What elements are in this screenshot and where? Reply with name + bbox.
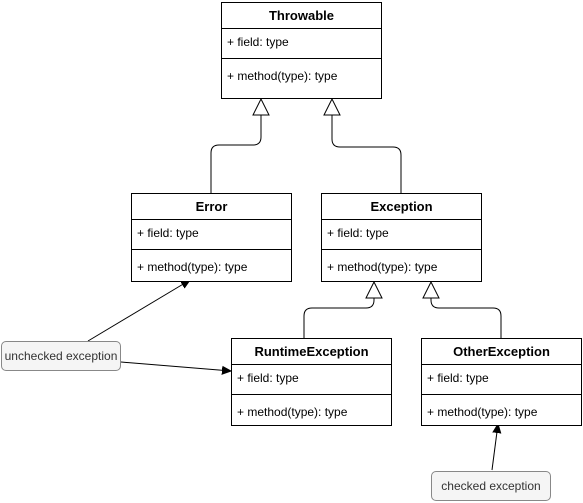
class-error[interactable]: Error + field: type + method(type): type: [131, 193, 292, 282]
class-field: + field: type: [322, 220, 481, 250]
class-name: Throwable: [222, 3, 381, 29]
inheritance-arrowhead-other: [422, 280, 440, 299]
class-name: Exception: [322, 194, 481, 220]
class-name: OtherException: [422, 339, 581, 365]
inheritance-runtime-exception: [303, 298, 375, 338]
class-name: Error: [132, 194, 291, 220]
note-checked-exception[interactable]: checked exception: [431, 471, 551, 501]
class-method: + method(type): type: [237, 405, 348, 419]
class-field: + field: type: [222, 29, 381, 59]
note-link-checked-other: [491, 424, 498, 471]
class-method: + method(type): type: [137, 260, 248, 274]
class-method: + method(type): type: [227, 69, 338, 83]
class-name: RuntimeException: [232, 339, 391, 365]
class-method: + method(type): type: [327, 260, 438, 274]
inheritance-exception-throwable: [331, 115, 402, 193]
class-runtime-exception[interactable]: RuntimeException + field: type + method(…: [231, 338, 392, 426]
note-link-unchecked-error: [87, 280, 190, 342]
class-field: + field: type: [132, 220, 291, 250]
class-exception[interactable]: Exception + field: type + method(type): …: [321, 193, 482, 282]
inheritance-error-throwable: [210, 115, 262, 193]
class-method: + method(type): type: [427, 405, 538, 419]
class-field: + field: type: [232, 365, 391, 395]
class-field: + field: type: [422, 365, 581, 395]
class-throwable[interactable]: Throwable + field: type + method(type): …: [221, 2, 382, 99]
inheritance-arrowhead-error: [252, 97, 270, 116]
note-link-unchecked-runtime: [120, 361, 231, 371]
inheritance-arrowhead-exception: [323, 97, 341, 116]
note-unchecked-exception[interactable]: unchecked exception: [1, 341, 121, 371]
inheritance-arrowhead-runtime: [365, 280, 383, 299]
inheritance-other-exception: [430, 298, 502, 338]
class-other-exception[interactable]: OtherException + field: type + method(ty…: [421, 338, 582, 426]
